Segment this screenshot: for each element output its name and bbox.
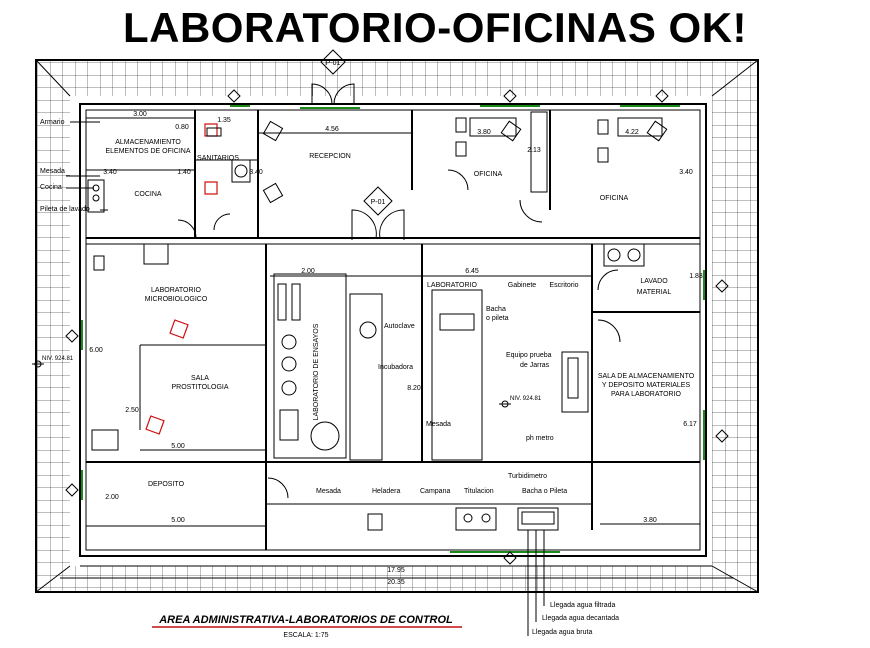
dim-140: 1.40 bbox=[177, 169, 191, 176]
door-tag-mid-label: P-01 bbox=[371, 199, 386, 206]
drawing-title: LABORATORIO-OFICINAS OK! bbox=[122, 4, 748, 51]
label-incubadora: Incubadora bbox=[378, 364, 413, 371]
room-lab-micro-2: MICROBIOLOGICO bbox=[145, 296, 208, 303]
dim-300a: 3.00 bbox=[133, 111, 147, 118]
water-supply: Llegada agua filtrada Llegada agua decan… bbox=[532, 602, 619, 636]
room-oficina-1: OFICINA bbox=[474, 171, 503, 178]
label-ph: ph metro bbox=[526, 435, 554, 442]
room-lab-micro: LABORATORIO bbox=[151, 287, 201, 294]
label-agua-filtrada: Llegada agua filtrada bbox=[550, 602, 615, 609]
left-callouts: Armario Mesada Cocina Pileta de lavado bbox=[40, 119, 108, 213]
entrance-doors bbox=[311, 83, 405, 240]
label-titulacion: Titulacion bbox=[464, 488, 494, 495]
dim-340c: 3.40 bbox=[679, 169, 693, 176]
dimension-lines bbox=[60, 117, 734, 579]
room-laboratorio: LABORATORIO bbox=[427, 282, 477, 289]
label-mesada-lab: Mesada bbox=[426, 421, 451, 428]
office-furniture bbox=[262, 111, 668, 204]
dim-600: 6.00 bbox=[89, 347, 103, 354]
dim-200a: 2.00 bbox=[301, 268, 315, 275]
dim-380b: 3.80 bbox=[643, 517, 657, 524]
room-sala-alm-2: Y DEPOSITO MATERIALES bbox=[602, 382, 691, 389]
dim-135: 1.35 bbox=[217, 117, 231, 124]
level-markers: NIV. 924.81 NIV. 924.81 bbox=[32, 356, 542, 408]
interior-doors bbox=[177, 169, 621, 499]
footer-title: AREA ADMINISTRATIVA-LABORATORIOS DE CONT… bbox=[158, 614, 453, 626]
room-labels: ALMACENAMIENTO ELEMENTOS DE OFICINA SANI… bbox=[105, 139, 694, 488]
room-oficina-2: OFICINA bbox=[600, 195, 629, 202]
dim-645: 6.45 bbox=[465, 268, 479, 275]
dim-213: 2.13 bbox=[527, 147, 541, 154]
level-left: NIV. 924.81 bbox=[42, 356, 74, 362]
room-recepcion: RECEPCION bbox=[309, 153, 351, 160]
label-equipo-2: de Jarras bbox=[520, 362, 550, 369]
room-cocina: COCINA bbox=[134, 191, 162, 198]
label-escritorio: Escritorio bbox=[549, 282, 578, 289]
label-bacha-1: Bacha bbox=[486, 306, 506, 313]
level-center: NIV. 924.81 bbox=[510, 396, 542, 402]
label-autoclave: Autoclave bbox=[384, 323, 415, 330]
dim-1795: 17.95 bbox=[387, 567, 405, 574]
room-sala-pros: SALA bbox=[191, 375, 209, 382]
dim-200b: 2.00 bbox=[105, 494, 119, 501]
label-agua-decantada: Llegada agua decantada bbox=[542, 615, 619, 622]
door-tag-top: P-01 bbox=[320, 49, 346, 75]
dim-380: 3.80 bbox=[477, 129, 491, 136]
lab-furniture bbox=[91, 243, 645, 636]
room-sanitarios: SANITARIOS bbox=[197, 155, 239, 162]
dim-820: 8.20 bbox=[407, 385, 421, 392]
dim-2035: 20.35 bbox=[387, 579, 405, 586]
dim-500b: 5.00 bbox=[171, 517, 185, 524]
label-heladera: Heladera bbox=[372, 488, 401, 495]
room-deposito: DEPOSITO bbox=[148, 481, 185, 488]
label-pileta: Pileta de lavado bbox=[40, 206, 90, 213]
label-mesada: Mesada bbox=[40, 168, 65, 175]
label-campana: Campana bbox=[420, 488, 450, 495]
room-sala-alm-3: PARA LABORATORIO bbox=[611, 391, 682, 398]
label-equipo-1: Equipo prueba bbox=[506, 352, 552, 359]
windows bbox=[81, 105, 705, 553]
label-armario: Armario bbox=[40, 119, 65, 126]
equipment-labels: Gabinete Escritorio Bacha o pileta Autoc… bbox=[316, 282, 579, 495]
room-sala-pros-2: PROSTITOLOGIA bbox=[171, 384, 228, 391]
door-tag-mid: P-01 bbox=[363, 186, 393, 216]
room-almacenamiento: ALMACENAMIENTO bbox=[115, 139, 181, 146]
room-lab-ensayos: LABORATORIO DE ENSAYOS bbox=[313, 323, 320, 420]
dim-456: 4.56 bbox=[325, 126, 339, 133]
footer-title-block: AREA ADMINISTRATIVA-LABORATORIOS DE CONT… bbox=[152, 614, 462, 639]
tiled-patio bbox=[35, 59, 759, 593]
dim-080: 0.80 bbox=[175, 124, 189, 131]
label-turbidimetro: Turbidimetro bbox=[508, 473, 547, 480]
window-markers bbox=[65, 89, 729, 565]
room-sala-alm: SALA DE ALMACENAMIENTO bbox=[598, 373, 695, 380]
dim-250: 2.50 bbox=[125, 407, 139, 414]
kitchen-fixtures bbox=[87, 123, 251, 213]
dim-340a: 3.40 bbox=[103, 169, 117, 176]
label-agua-bruta: Llegada agua bruta bbox=[532, 629, 592, 636]
dim-340b: 3.40 bbox=[249, 169, 263, 176]
building-walls bbox=[79, 103, 707, 557]
room-lavado-2: MATERIAL bbox=[637, 289, 672, 296]
label-bacha-b: Bacha o Pileta bbox=[522, 488, 567, 495]
dim-617: 6.17 bbox=[683, 421, 697, 428]
door-tag-top-label: P-01 bbox=[326, 60, 341, 67]
label-cocina: Cocina bbox=[40, 184, 62, 191]
dim-500a: 5.00 bbox=[171, 443, 185, 450]
dim-422: 4.22 bbox=[625, 129, 639, 136]
label-mesada-b: Mesada bbox=[316, 488, 341, 495]
dim-183: 1.83 bbox=[689, 273, 703, 280]
footer-scale: ESCALA: 1:75 bbox=[283, 632, 328, 639]
dimension-labels: 3.00 0.80 1.35 4.56 3.80 4.22 3.40 1.40 … bbox=[89, 111, 703, 586]
room-lavado: LAVADO bbox=[640, 278, 668, 285]
room-almacenamiento-2: ELEMENTOS DE OFICINA bbox=[105, 148, 190, 155]
label-gabinete: Gabinete bbox=[508, 282, 537, 289]
label-bacha-2: o pileta bbox=[486, 315, 509, 322]
